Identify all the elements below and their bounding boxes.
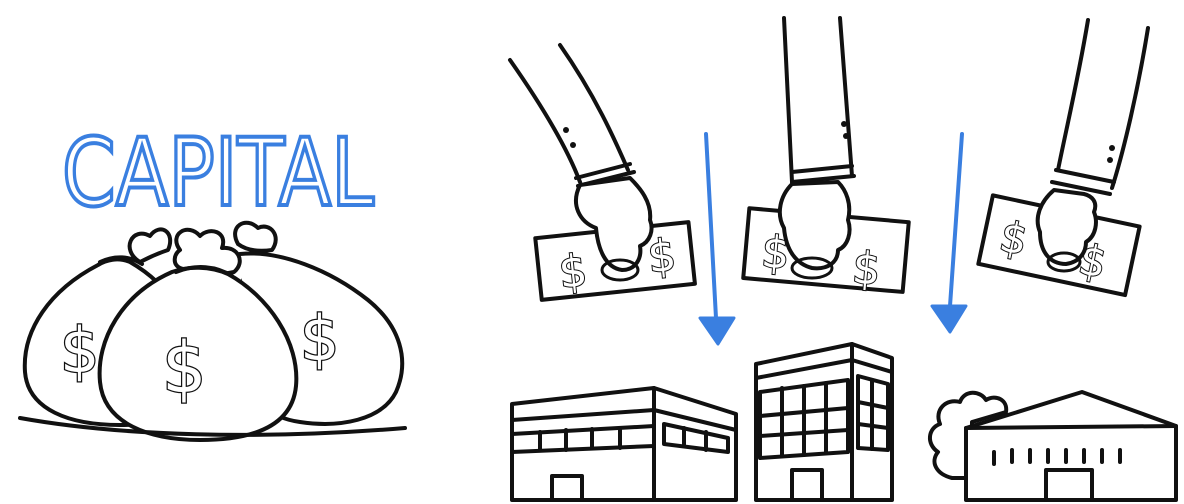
arrow-down-icon	[700, 134, 734, 344]
money-bags: $ $ $	[20, 223, 405, 440]
building-icon	[512, 388, 736, 500]
dollar-sign: $	[60, 314, 99, 387]
arrow-down-icon	[932, 134, 966, 332]
capital-title: CAPITAL	[62, 119, 374, 228]
dollar-sign: $	[850, 243, 882, 296]
hand-holding-banknote-icon: $ $	[978, 20, 1148, 295]
dollar-sign: $	[300, 302, 339, 375]
dollar-sign: $	[556, 245, 589, 299]
hand-holding-banknote-icon: $ $	[510, 45, 695, 300]
hand-holding-banknote-icon: $ $	[743, 18, 908, 296]
dollar-sign: $	[162, 327, 207, 409]
building-icon	[756, 344, 892, 500]
